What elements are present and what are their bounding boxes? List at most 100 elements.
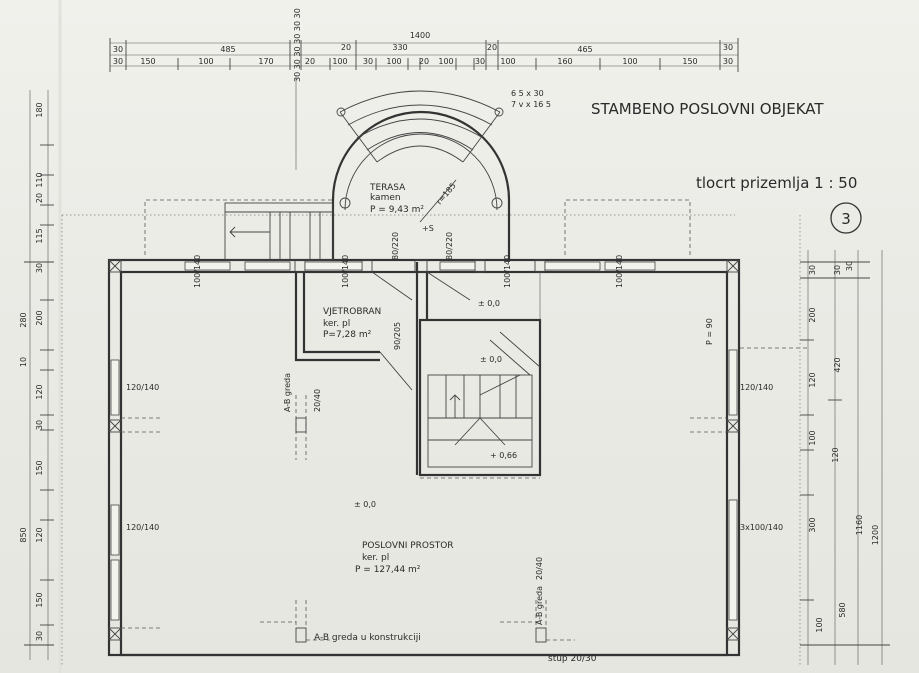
dim-top: 170 [258, 57, 273, 66]
dim-right: 200 [808, 307, 817, 322]
window-label: 120/140 [126, 383, 159, 392]
top-dimensions: 1400 30 485 20 330 20 465 30 30 150 100 … [109, 31, 739, 72]
step-dim: 30 30 30 30 30 30 [293, 8, 302, 82]
stair-core [418, 272, 542, 477]
dim-right: 30 [845, 261, 854, 271]
door-label: 80/220 [391, 232, 400, 260]
beam-2: A-B greda u konstrukciji [314, 633, 421, 643]
dim-top: 160 [557, 57, 572, 66]
stairs-note-2: 7 v x 16 5 [511, 100, 551, 109]
beam-3-size: 20/40 [535, 557, 544, 580]
dim-left: 115 [35, 228, 44, 243]
dim-left: 20 [35, 193, 44, 203]
dim-right: 30 [833, 265, 842, 275]
terrace-material: kamen [370, 193, 401, 203]
dim-top: 100 [332, 57, 347, 66]
outer-walls [107, 258, 741, 657]
window-label: 120/140 [740, 383, 773, 392]
dim-top: 20 [487, 43, 497, 52]
dim-left: 180 [35, 102, 44, 117]
dim-top: 100 [198, 57, 213, 66]
vestibule-walls [294, 262, 471, 475]
window-label: 100/140 [341, 255, 350, 288]
dim-top: 100 [438, 57, 453, 66]
center-mark: +S [422, 224, 434, 233]
vestibule-material: ker. pl [323, 319, 350, 329]
dim-top: 20 [419, 57, 429, 66]
dim-top: 30 [363, 57, 373, 66]
beam-3: A-B greda [535, 586, 544, 625]
dim-left: 30 [35, 631, 44, 641]
entry-steps [224, 202, 334, 261]
dim-right: 580 [838, 602, 847, 617]
dim-top: 30 [723, 43, 733, 52]
dim-right: 30 [808, 265, 817, 275]
dim-top: 30 [475, 57, 485, 66]
dim-right: 100 [815, 617, 824, 632]
sheet-number-circle [830, 202, 862, 234]
dim-left: 150 [35, 592, 44, 607]
drawing-title: STAMBENO POSLOVNI OBJEKAT [591, 100, 824, 118]
dim-top: 30 [113, 57, 123, 66]
dim-left: 120 [35, 527, 44, 542]
dim-left: 850 [19, 527, 28, 542]
dim-left: 280 [19, 312, 28, 327]
top-windows [184, 261, 656, 271]
beam-1-size: 20/40 [313, 389, 322, 412]
window-label: 100/140 [503, 255, 512, 288]
dim-left: 10 [19, 357, 28, 367]
dim-left: 200 [35, 310, 44, 325]
dim-top: 465 [577, 45, 592, 54]
office-name: POSLOVNI PROSTOR [362, 541, 454, 551]
dim-right: 1200 [871, 525, 880, 545]
level-upper: ± 0,0 [480, 355, 502, 364]
dim-top: 150 [140, 57, 155, 66]
stairs-note: 6 5 x 30 [511, 89, 544, 98]
sheet-number: 3 [841, 210, 851, 228]
dim-left: 30 [35, 420, 44, 430]
dim-top: 485 [220, 45, 235, 54]
dim-left: 120 [35, 384, 44, 399]
dim-top: 30 [113, 45, 123, 54]
terrace-area: P = 9,43 m² [370, 205, 424, 215]
dim-right: 420 [833, 357, 842, 372]
drawing-subtitle: tlocrt prizemlja 1 : 50 [696, 174, 857, 192]
right-dimensions: 30 200 120 100 120 300 100 30 420 580 30… [800, 250, 890, 665]
column-label: stup 20/30 [548, 654, 597, 664]
office-area: P = 127,44 m² [355, 565, 421, 575]
window-label: 120/140 [126, 523, 159, 532]
window-label: 100/140 [615, 255, 624, 288]
dim-top: 20 [341, 43, 351, 52]
dim-left: 110 [35, 172, 44, 187]
radius-label: r=185 [435, 181, 458, 206]
dim-top: 30 [723, 57, 733, 66]
dim-right: 1160 [855, 515, 864, 535]
step-dimensions: 30 30 30 30 30 30 [293, 8, 302, 82]
dim-right: 120 [808, 372, 817, 387]
dim-top: 100 [622, 57, 637, 66]
dim-top-total: 1400 [410, 31, 430, 40]
window-label: 100/140 [193, 255, 202, 288]
door-label: 80/220 [445, 232, 454, 260]
side-windows [110, 349, 738, 621]
vestibule-name: VJETROBRAN [323, 307, 381, 317]
terrace: r=185 +S [331, 90, 511, 260]
dim-top: 150 [682, 57, 697, 66]
window-label: 3x100/140 [740, 523, 783, 532]
level-main: ± 0,0 [354, 500, 376, 509]
dashed-outlines [61, 199, 808, 665]
dim-top: 100 [500, 57, 515, 66]
dim-top: 330 [392, 43, 407, 52]
columns [295, 417, 547, 643]
door-label: 90/205 [393, 322, 402, 350]
vestibule-area: P=7,28 m² [323, 330, 372, 340]
dim-top: 100 [386, 57, 401, 66]
level-entry: ± 0,0 [478, 299, 500, 308]
level-stair: + 0,66 [490, 451, 517, 460]
dim-left: 150 [35, 460, 44, 475]
dim-left: 30 [35, 263, 44, 273]
dim-top: 20 [305, 57, 315, 66]
dim-right: 300 [808, 517, 817, 532]
